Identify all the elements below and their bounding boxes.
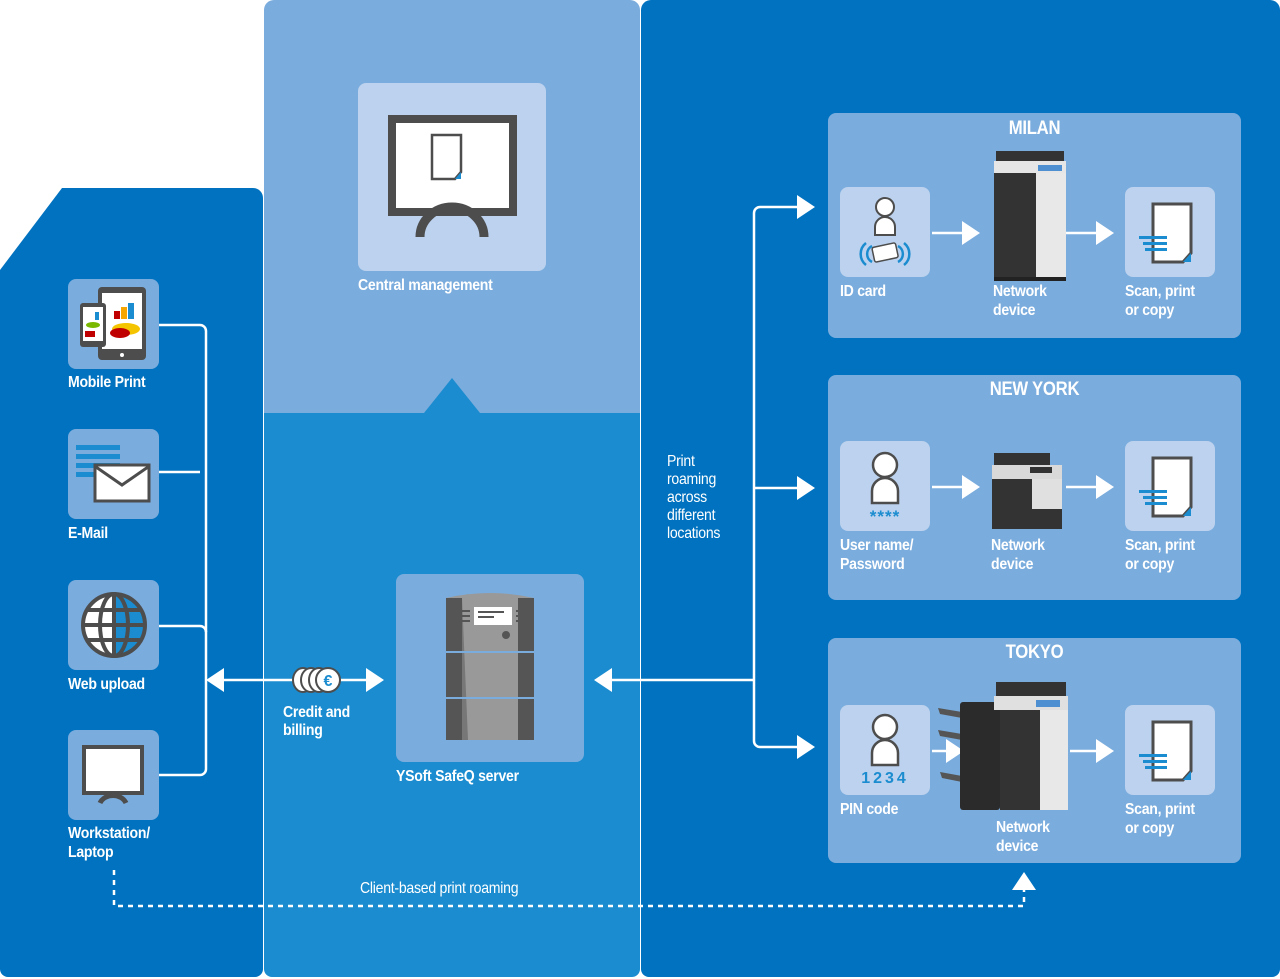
auth-label: PIN code <box>840 801 899 818</box>
server-icon <box>446 593 534 740</box>
network-device-icon <box>992 453 1062 529</box>
server-tile <box>396 574 584 762</box>
network-device-icon <box>938 682 1068 810</box>
arrow-to-device <box>932 221 980 245</box>
auth-label-2: Password <box>840 556 905 573</box>
tablet-icon <box>80 287 146 360</box>
device-label-2: device <box>993 302 1036 319</box>
arrow-tokyo <box>797 735 815 759</box>
output-label-2: or copy <box>1125 302 1175 319</box>
city-name: TOKYO <box>1005 642 1064 663</box>
city-name: MILAN <box>1008 118 1061 139</box>
arrow-left-server <box>594 668 612 692</box>
email-tile <box>68 429 159 519</box>
location-card-milan: MILAN ID card Network device Scan, print… <box>828 113 1241 338</box>
svg-text:€: € <box>324 673 333 690</box>
device-label: Network <box>991 537 1045 554</box>
device-label-2: device <box>996 838 1039 855</box>
roaming-label-line-4: different <box>667 507 716 524</box>
email-icon <box>76 445 151 503</box>
city-name: NEW YORK <box>989 379 1080 400</box>
output-label-2: or copy <box>1125 820 1175 837</box>
arrow-to-output <box>1066 475 1114 499</box>
laptop-label: Laptop <box>68 844 114 861</box>
device-label-2: device <box>991 556 1034 573</box>
arrow-left-clients <box>206 668 224 692</box>
server-label: YSoft SafeQ server <box>396 768 519 785</box>
euro-coins-icon: € <box>292 667 341 693</box>
arrow-to-device <box>932 739 964 763</box>
arrow-milan <box>797 195 815 219</box>
management-monitor-icon <box>388 115 517 238</box>
document-icon <box>1139 720 1193 782</box>
location-card-new-york: NEW YORK **** User name/ Password Networ… <box>828 375 1241 600</box>
web-upload-tile <box>68 580 159 670</box>
output-tile <box>1125 441 1215 531</box>
client-roaming-label: Client-based print roaming <box>360 880 519 897</box>
pin-code-icon <box>870 713 900 767</box>
arrow-to-output <box>1070 739 1114 763</box>
monitor-icon <box>82 745 144 805</box>
workstation-tile <box>68 730 159 820</box>
workstation-label: Workstation/ <box>68 825 150 842</box>
output-tile <box>1125 187 1215 277</box>
roaming-label-line-5: locations <box>667 525 721 542</box>
globe-icon <box>81 592 147 658</box>
web-upload-label: Web upload <box>68 676 145 693</box>
output-label-2: or copy <box>1125 556 1175 573</box>
network-device-icon <box>994 151 1066 281</box>
email-label: E-Mail <box>68 525 108 542</box>
password-icon <box>870 451 900 505</box>
id-card-icon <box>859 197 911 266</box>
roaming-label-line-3: across <box>667 489 707 506</box>
source-bracket-line <box>158 323 208 777</box>
output-label: Scan, print <box>1125 801 1195 818</box>
billing-label-2: billing <box>283 722 323 739</box>
arrow-to-device <box>932 475 980 499</box>
arrow-right-server <box>366 668 384 692</box>
mobile-print-label: Mobile Print <box>68 374 146 391</box>
location-card-tokyo: TOKYO 1234 PIN code Network device Scan,… <box>828 638 1241 863</box>
output-label: Scan, print <box>1125 283 1195 300</box>
document-icon <box>1139 456 1193 518</box>
pin-digits: 1234 <box>861 770 909 787</box>
document-icon <box>1139 202 1193 264</box>
auth-tile <box>840 187 930 277</box>
arrow-up-tokyo <box>1012 872 1036 890</box>
central-management-tile <box>358 83 546 271</box>
client-roaming-dashed-line <box>112 870 1026 908</box>
device-label: Network <box>993 283 1047 300</box>
device-label: Network <box>996 819 1050 836</box>
management-up-arrow <box>424 378 480 413</box>
roaming-bracket-line <box>752 205 798 749</box>
roaming-label-line-2: roaming <box>667 471 717 488</box>
output-label: Scan, print <box>1125 537 1195 554</box>
auth-label: ID card <box>840 283 886 300</box>
auth-tile: **** <box>840 441 930 531</box>
mobile-print-tile <box>68 279 159 369</box>
billing-label: Credit and <box>283 704 350 721</box>
arrow-to-output <box>1066 221 1114 245</box>
output-tile <box>1125 705 1215 795</box>
roaming-label-line-1: Print <box>667 453 695 470</box>
auth-tile: 1234 <box>840 705 930 795</box>
auth-label: User name/ <box>840 537 914 554</box>
arrow-newyork <box>797 476 815 500</box>
central-management-label: Central management <box>358 277 493 294</box>
password-stars: **** <box>869 507 901 526</box>
